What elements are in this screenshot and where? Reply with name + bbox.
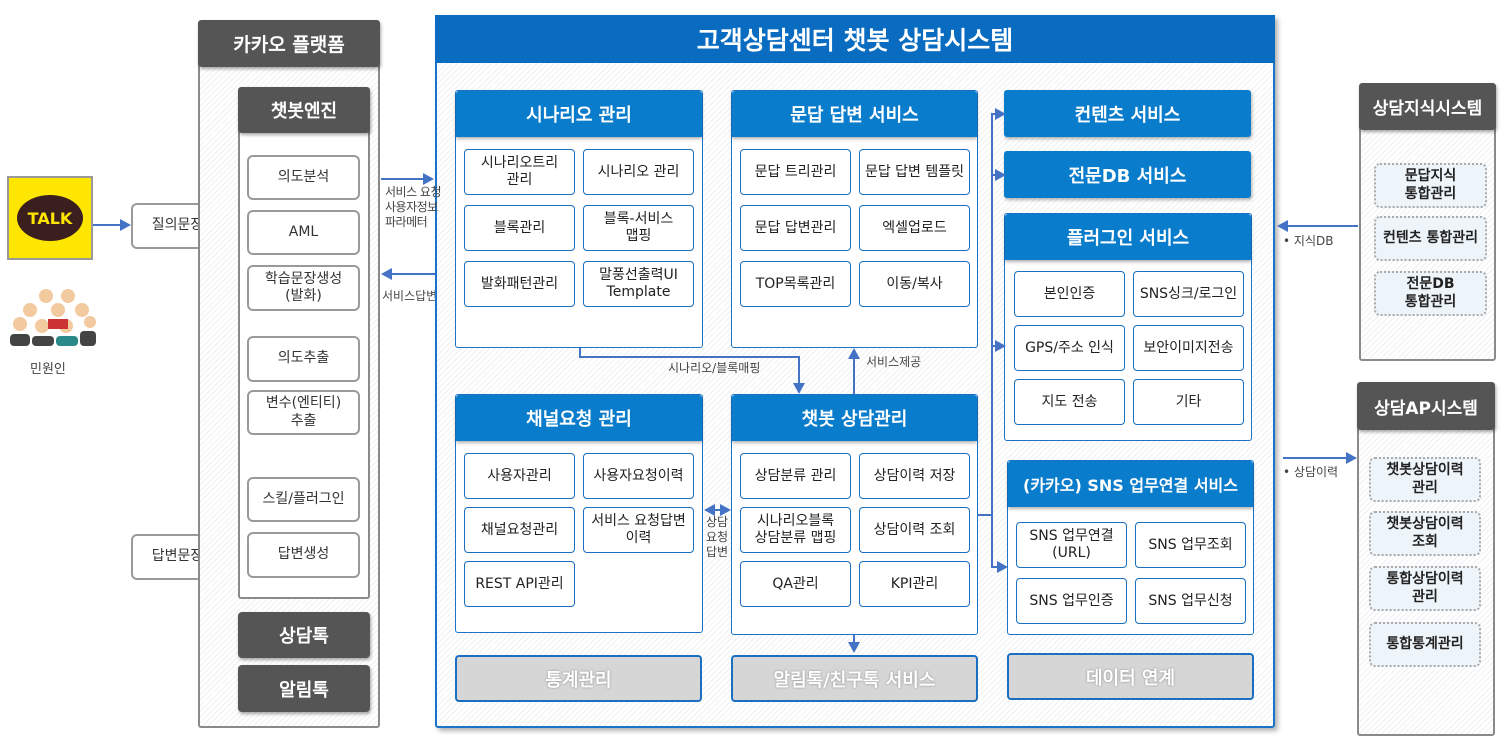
qa-title: 문답 답변 서비스 <box>732 91 977 137</box>
channel-title: 채널요청 관리 <box>456 395 702 441</box>
channel-item: 사용자관리 <box>464 453 575 499</box>
scenario-title: 시나리오 관리 <box>456 91 702 137</box>
qa-module: 문답 답변 서비스 문답 트리관리 문답 답변 템플릿 문답 답변관리 엑셀업로… <box>731 90 978 348</box>
qa-item: 문답 트리관리 <box>740 149 851 195</box>
citizen-label: 민원인 <box>30 362 66 377</box>
plugin-item: 기타 <box>1133 379 1244 425</box>
contents-service: 컨텐츠 서비스 <box>1004 90 1251 137</box>
engine-item: 학습문장생성 (발화) <box>247 265 360 311</box>
arrow-right-icon <box>995 169 1006 181</box>
knowledge-system-title: 상담지식시스템 <box>1359 83 1496 130</box>
request-label: 서비스 요청 사용자정보 파라메터 <box>385 185 442 229</box>
chatbot-item: 상담이력 조회 <box>859 507 970 553</box>
engine-item: 스킬/플러그인 <box>247 477 360 522</box>
scenario-module: 시나리오 관리 시나리오트리 관리 시나리오 관리 블록관리 블록-서비스 맵핑… <box>455 90 703 348</box>
knowledge-item: 전문DB 통합관리 <box>1374 271 1487 316</box>
speech-bubble-icon: TALK <box>17 195 83 241</box>
chatbot-item: 상담이력 저장 <box>859 453 970 499</box>
qa-item: 문답 답변 템플릿 <box>859 149 970 195</box>
plugin-item: GPS/주소 인식 <box>1014 325 1125 371</box>
channel-module: 채널요청 관리 사용자관리 사용자요청이력 채널요청관리 서비스 요청답변 이력… <box>455 394 703 633</box>
arrow-right-icon <box>720 504 731 516</box>
scenario-item: 블록-서비스 맵핑 <box>583 205 694 251</box>
ap-system-panel <box>1357 382 1495 736</box>
knowledge-db-text: 지식DB <box>1293 234 1334 248</box>
kakaotalk-logo: TALK <box>7 176 93 260</box>
sns-module: (카카오) SNS 업무연결 서비스 SNS 업무연결 (URL) SNS 업무… <box>1007 460 1254 635</box>
arrow-up-icon <box>848 348 860 359</box>
sns-item: SNS 업무신청 <box>1135 578 1246 624</box>
response-label: 서비스답변 <box>382 289 438 303</box>
knowledge-db-label: • 지식DB <box>1283 234 1334 248</box>
plugin-item: 본인인증 <box>1014 271 1125 317</box>
arrow-down-icon <box>848 642 860 653</box>
scenario-item: 시나리오트리 관리 <box>464 149 575 195</box>
sns-item: SNS 업무인증 <box>1016 578 1127 624</box>
ap-item: 통합통계관리 <box>1369 622 1481 667</box>
chatbot-item: QA관리 <box>740 561 851 607</box>
engine-item: 답변생성 <box>247 532 360 578</box>
chatbot-item: KPI관리 <box>859 561 970 607</box>
engine-item: 의도분석 <box>247 155 360 200</box>
arrow-down-icon <box>793 383 805 394</box>
channel-item: 채널요청관리 <box>464 507 575 553</box>
qa-item: 이동/복사 <box>859 261 970 307</box>
arrow-right-icon <box>1346 452 1357 464</box>
channel-item: REST API관리 <box>464 561 575 607</box>
history-label: • 상담이력 <box>1283 465 1339 479</box>
engine-item: 의도추출 <box>247 336 360 382</box>
chatbot-consult-module: 챗봇 상담관리 상담분류 관리 상담이력 저장 시나리오블록 상담분류 맵핑 상… <box>731 394 978 635</box>
chatbot-item: 시나리오블록 상담분류 맵핑 <box>740 507 851 553</box>
engine-item: AML <box>247 210 360 255</box>
channel-item: 사용자요청이력 <box>583 453 694 499</box>
scenario-item: 발화패턴관리 <box>464 261 575 307</box>
plugin-module: 플러그인 서비스 본인인증 SNS싱크/로그인 GPS/주소 인식 보안이미지전… <box>1004 213 1252 441</box>
arrow-left-icon <box>1277 220 1288 232</box>
statistics-box: 통계관리 <box>455 655 702 702</box>
alim-talk-box: 알림톡 <box>238 665 370 712</box>
scenario-item: 시나리오 관리 <box>583 149 694 195</box>
people-icon <box>8 286 98 346</box>
plugin-item: 보안이미지전송 <box>1133 325 1244 371</box>
main-system-title: 고객상담센터 챗봇 상담시스템 <box>435 15 1275 63</box>
consult-talk-box: 상담톡 <box>238 612 370 658</box>
arrow-right-icon <box>120 219 131 231</box>
plugin-item: SNS싱크/로그인 <box>1133 271 1244 317</box>
arrow-left-icon <box>381 268 392 280</box>
consult-label: 상담 요청 답변 <box>706 515 729 559</box>
qa-item: TOP목록관리 <box>740 261 851 307</box>
arrow-right-icon <box>995 340 1006 352</box>
arrow-left-icon <box>704 504 715 516</box>
kakao-platform-title: 카카오 플랫폼 <box>198 20 380 67</box>
service-provide-label: 서비스제공 <box>866 355 922 369</box>
plugin-item: 지도 전송 <box>1014 379 1125 425</box>
ap-item: 챗봇상담이력 관리 <box>1369 457 1481 502</box>
qa-item: 문답 답변관리 <box>740 205 851 251</box>
arrow-right-icon <box>995 108 1006 120</box>
ap-item: 챗봇상담이력 조회 <box>1369 511 1481 556</box>
qa-item: 엑셀업로드 <box>859 205 970 251</box>
ap-system-title: 상담AP시스템 <box>1357 382 1495 430</box>
arrow-right-icon <box>423 173 434 185</box>
knowledge-item: 컨텐츠 통합관리 <box>1374 216 1487 261</box>
scenario-map-label: 시나리오/블록매핑 <box>668 361 761 375</box>
arrow-right-icon <box>997 561 1008 573</box>
chatbot-engine-title: 챗봇엔진 <box>238 87 370 133</box>
chatbot-item: 상담분류 관리 <box>740 453 851 499</box>
engine-item: 변수(엔티티) 추출 <box>247 390 360 435</box>
scenario-item: 말풍선출력UI Template <box>583 261 694 307</box>
channel-item: 서비스 요청답변 이력 <box>583 507 694 553</box>
sns-item: SNS 업무연결 (URL) <box>1016 522 1127 568</box>
plugin-title: 플러그인 서비스 <box>1005 214 1251 260</box>
expert-db-service: 전문DB 서비스 <box>1004 151 1251 198</box>
ap-item: 통합상담이력 관리 <box>1369 566 1481 611</box>
sns-item: SNS 업무조회 <box>1135 522 1246 568</box>
chatbot-consult-title: 챗봇 상담관리 <box>732 395 977 441</box>
scenario-item: 블록관리 <box>464 205 575 251</box>
history-text: 상담이력 <box>1293 465 1339 479</box>
data-link-box: 데이터 연계 <box>1007 653 1254 700</box>
sns-title: (카카오) SNS 업무연결 서비스 <box>1008 461 1253 507</box>
knowledge-item: 문답지식 통합관리 <box>1374 163 1487 208</box>
alimtalk-service-box: 알림톡/친구톡 서비스 <box>731 655 978 702</box>
